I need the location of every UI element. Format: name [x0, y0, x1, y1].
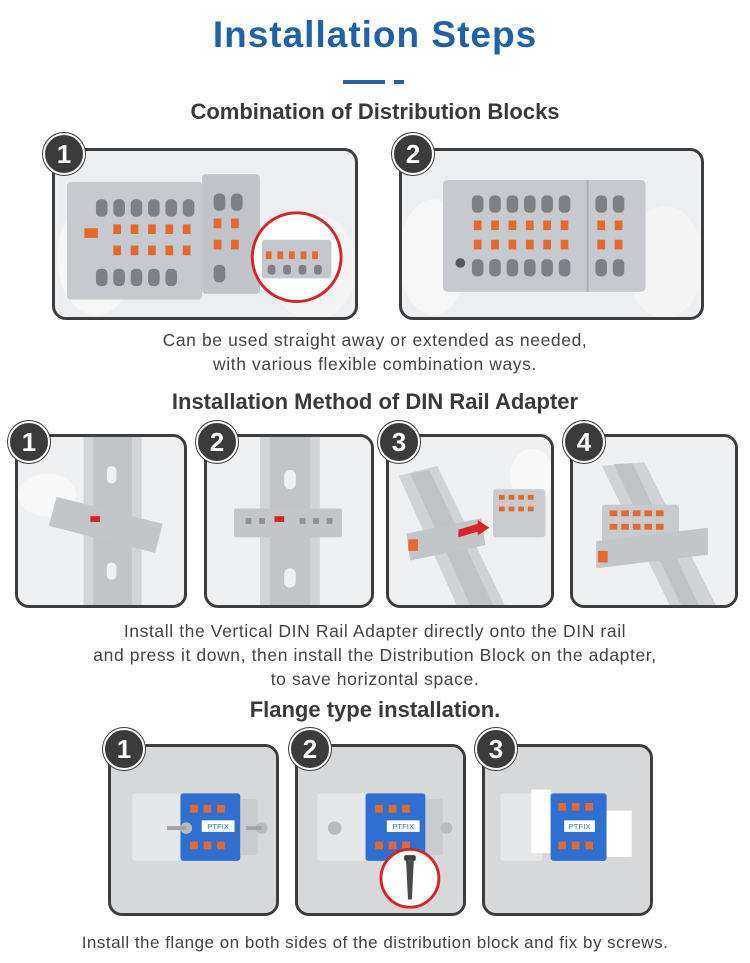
step-badge-2: 2: [392, 133, 434, 175]
page-title: Installation Steps: [212, 14, 538, 55]
din-step-2-illustration: [207, 437, 371, 605]
flange-3-brand-label: PTFIX: [569, 822, 591, 831]
step-badge-1: 1: [43, 133, 85, 175]
din-step-badge-3: 3: [378, 421, 420, 463]
din-step-2-image: [204, 434, 374, 608]
combination-step-1-illustration: [57, 151, 355, 317]
flange-1-brand-label: PTFIX: [207, 822, 229, 831]
din-step-3-image: [386, 434, 554, 608]
flange-step-1-illustration: PTFIX: [111, 747, 276, 913]
combination-step-2-illustration: [402, 151, 701, 317]
flange-step-badge-2: 2: [289, 728, 331, 770]
flange-step-3-image: PTFIX: [482, 744, 653, 916]
din-description-line-1: Install the Vertical DIN Rail Adapter di…: [123, 621, 627, 641]
section-title-combination: Combination of Distribution Blocks: [190, 99, 560, 124]
flange-step-badge-1: 1: [103, 728, 145, 770]
flange-step-3-illustration: PTFIX: [485, 747, 650, 913]
flange-description: Install the flange on both sides of the …: [81, 933, 669, 952]
flange-step-badge-3: 3: [475, 728, 517, 770]
din-step-1-image: [15, 434, 187, 608]
flange-step-2-illustration: PTFIX: [298, 747, 463, 913]
din-step-3-illustration: [389, 437, 551, 605]
flange-step-1-image: PTFIX: [108, 744, 279, 916]
section-title-flange: Flange type installation.: [249, 697, 501, 722]
din-description-line-2: and press it down, then install the Dist…: [93, 645, 657, 665]
combination-step-2-image: [399, 148, 704, 320]
din-step-4-illustration: [573, 437, 735, 605]
title-underline-short: [394, 80, 404, 84]
combination-description-line-2: with various flexible combination ways.: [213, 354, 537, 374]
flange-2-brand-label: PTFIX: [392, 822, 414, 831]
combination-description-line-1: Can be used straight away or extended as…: [162, 330, 588, 350]
section-title-din-rail: Installation Method of DIN Rail Adapter: [171, 389, 579, 414]
din-step-badge-4: 4: [563, 421, 605, 463]
din-step-4-image: [570, 434, 738, 608]
title-underline-long: [343, 80, 385, 84]
din-step-1-illustration: [18, 437, 184, 605]
din-step-badge-1: 1: [8, 421, 50, 463]
din-description-line-3: to save horizontal space.: [270, 669, 480, 689]
flange-step-2-image: PTFIX: [295, 744, 466, 916]
din-step-badge-2: 2: [196, 421, 238, 463]
combination-step-1-image: [52, 148, 358, 320]
